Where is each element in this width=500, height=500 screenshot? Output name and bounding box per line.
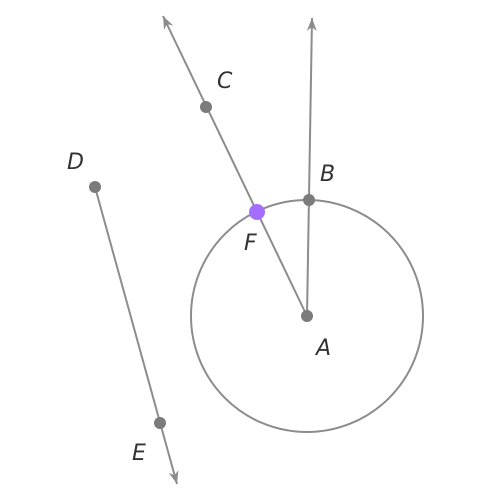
label-f: F xyxy=(244,231,257,256)
point-e[interactable] xyxy=(154,417,166,429)
arrowhead-ray-de xyxy=(168,470,179,484)
figure-objects xyxy=(94,15,424,485)
point-a[interactable] xyxy=(301,310,313,322)
ray-ac[interactable] xyxy=(162,15,308,317)
label-e: E xyxy=(132,441,146,466)
point-f[interactable] xyxy=(249,204,265,220)
label-c: C xyxy=(217,69,233,94)
point-d[interactable] xyxy=(89,181,101,193)
figure-labels: A B C D E F xyxy=(67,69,335,466)
ray-de[interactable] xyxy=(94,186,178,485)
arrowhead-ray-ab xyxy=(306,18,317,32)
figure-points xyxy=(89,101,315,429)
label-d: D xyxy=(67,150,84,175)
ray-ab[interactable] xyxy=(306,17,313,317)
label-b: B xyxy=(320,162,335,187)
point-b[interactable] xyxy=(303,194,315,206)
label-a: A xyxy=(314,336,331,361)
point-c[interactable] xyxy=(200,101,212,113)
arrowhead-ray-ac xyxy=(163,16,174,30)
